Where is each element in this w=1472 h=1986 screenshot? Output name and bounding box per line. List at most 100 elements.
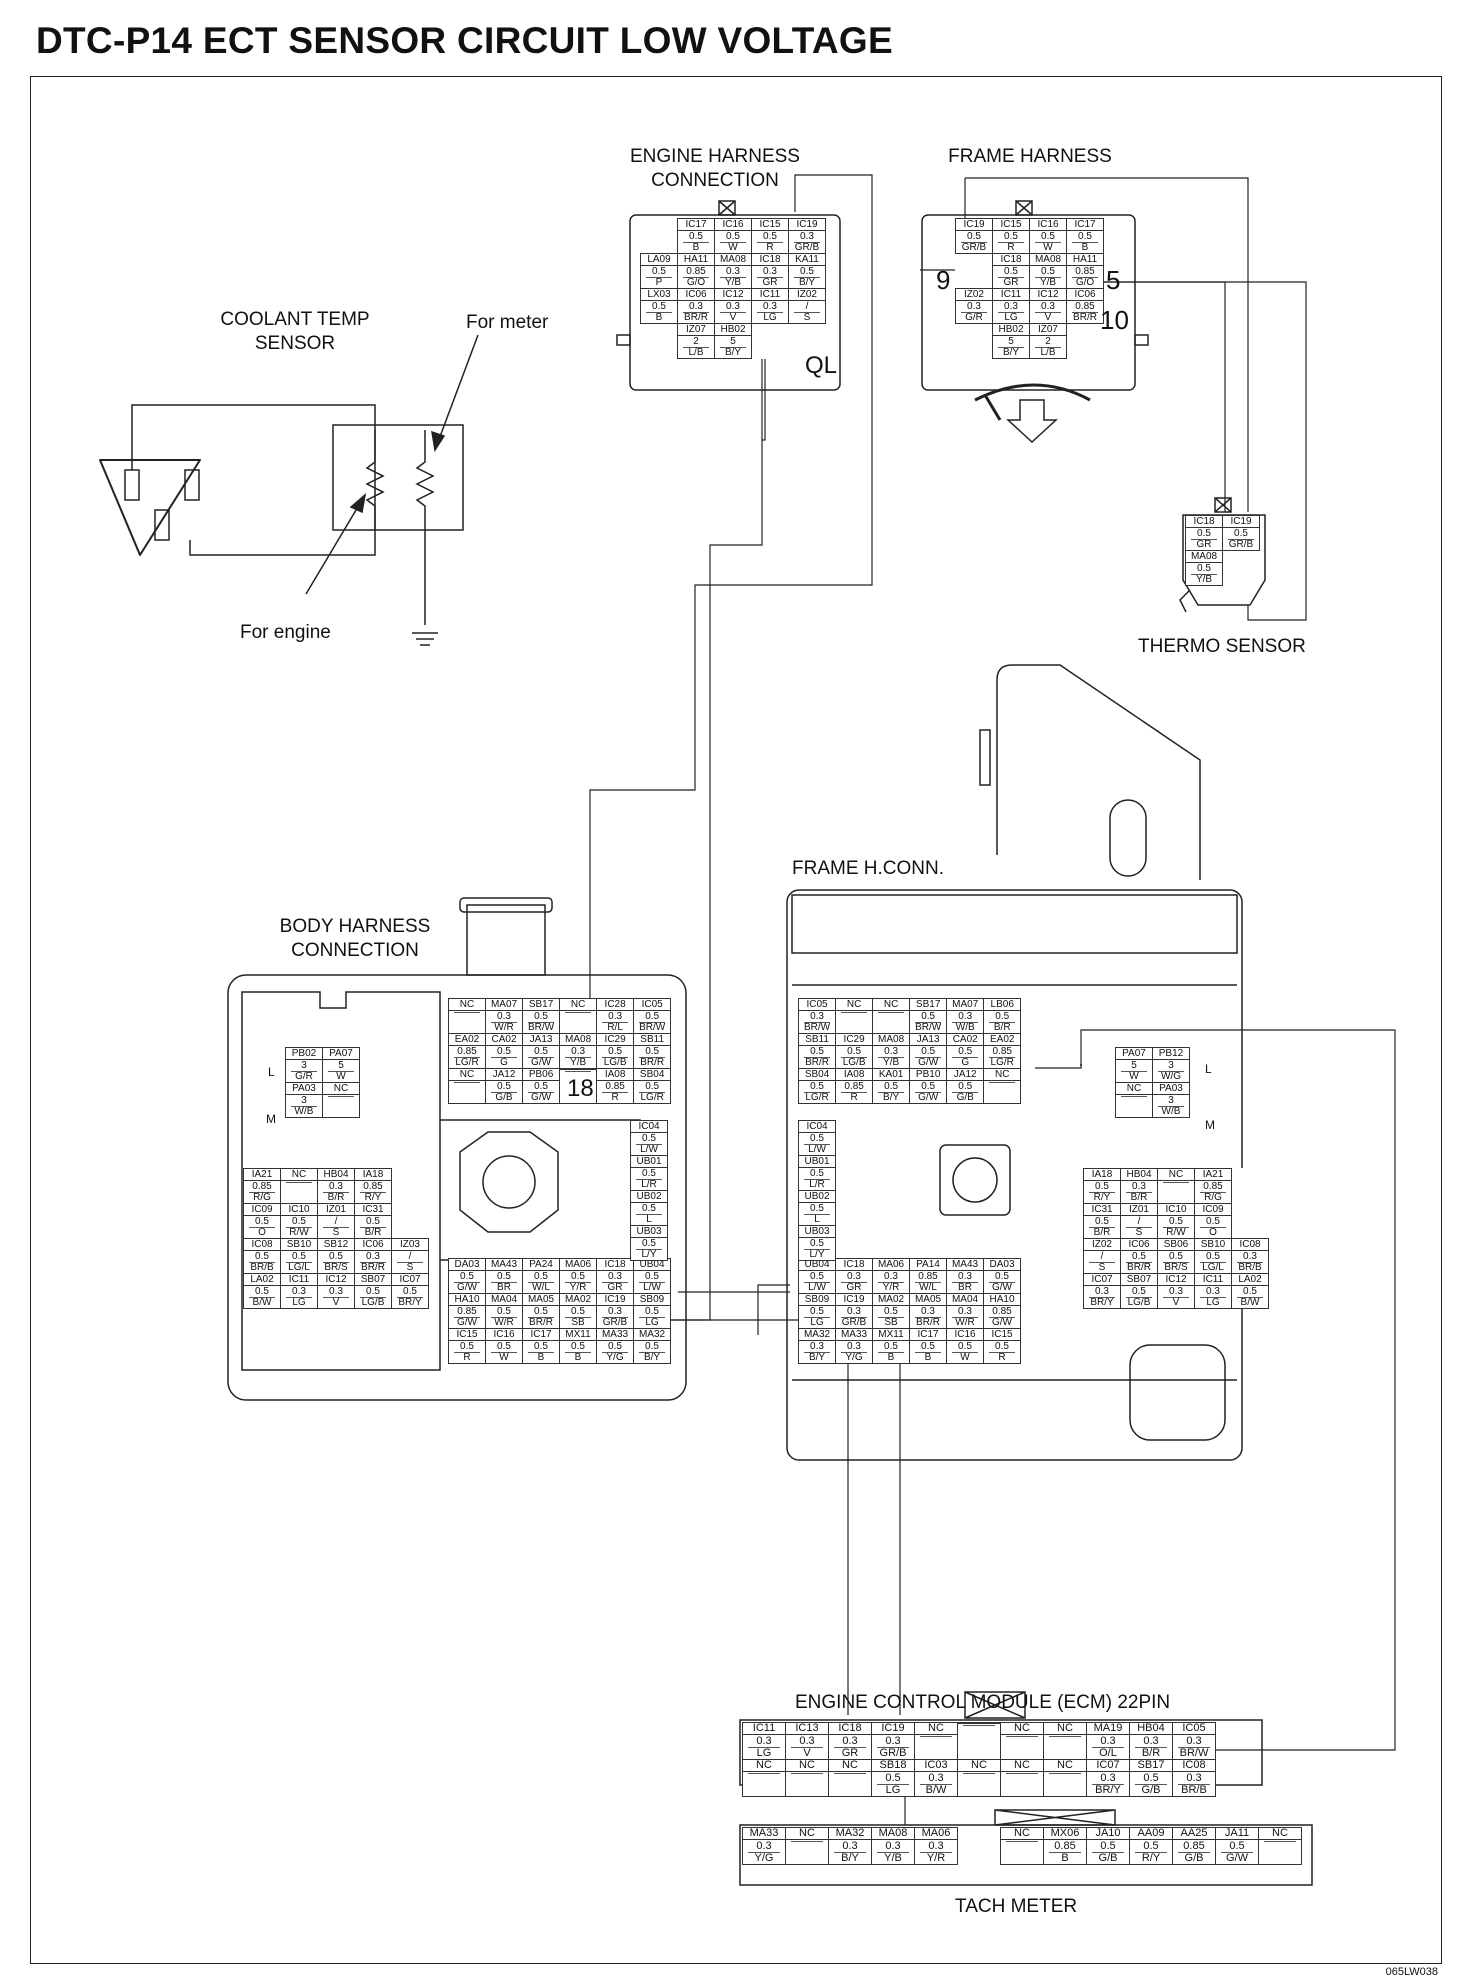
pin-id: IC12 (318, 1274, 354, 1286)
wire-color: GR (602, 1282, 628, 1293)
wire-gauge: 0.3 (967, 301, 981, 312)
pin-id: JA10 (1087, 1828, 1129, 1840)
wire-color: B (528, 1352, 554, 1363)
wire-color: L/R (804, 1179, 830, 1190)
pin-cell: NC (1043, 1759, 1087, 1797)
wire-gauge: 0.85 (363, 1181, 383, 1192)
wire-color: G/W (989, 1282, 1015, 1293)
pin-id: IZ02 (1084, 1239, 1120, 1251)
wire-color: R/W (1163, 1227, 1189, 1238)
wire-gauge: 5 (338, 1060, 344, 1071)
pin-id: NC (281, 1169, 317, 1181)
wire-color: L/B (1035, 347, 1061, 358)
pin-id: IC18 (993, 254, 1029, 266)
pin-mark-9: 9 (936, 265, 951, 295)
wire-color: G/B (952, 1092, 979, 1103)
wire-gauge: 0.5 (884, 1081, 899, 1092)
pin-id: MA06 (560, 1259, 596, 1271)
wire-gauge: 0.5 (329, 1251, 343, 1262)
pin-id: IC29 (597, 1034, 634, 1046)
wire-gauge: 0.85 (1075, 266, 1095, 277)
wire-color (1006, 1773, 1038, 1774)
wire-gauge: 0.5 (810, 1133, 824, 1144)
wire-color: W/R (491, 1317, 517, 1328)
pin-mark-5: 5 (1106, 265, 1121, 295)
wire-color: V (1035, 312, 1061, 323)
wire-gauge: 0.5 (1169, 1251, 1183, 1262)
wire-color: BR/Y (397, 1297, 423, 1308)
wire-gauge: 0.5 (403, 1286, 417, 1297)
wire-gauge: 0.5 (460, 1271, 474, 1282)
wire-color: L/W (639, 1282, 665, 1293)
wire-gauge: 3 (1168, 1060, 1174, 1071)
pin-id: NC (560, 999, 597, 1011)
wire-gauge: / (1137, 1216, 1141, 1227)
wire-gauge: 3 (301, 1060, 307, 1071)
wire-gauge: 0.85 (992, 1306, 1012, 1317)
wire-color: Y/R (878, 1282, 904, 1293)
wire-gauge: 0.85 (457, 1046, 477, 1057)
wire-color: GR/B (961, 242, 987, 253)
pin-id: IZ07 (1030, 324, 1066, 336)
pin-cell: NC (785, 1827, 829, 1865)
wire-gauge: 0.5 (1243, 1286, 1257, 1297)
pin-id: NC (873, 999, 910, 1011)
wire-gauge: 0.3 (497, 1011, 511, 1022)
wire-color: R/Y (1135, 1852, 1167, 1864)
wire-color: B/R (323, 1192, 349, 1203)
wire-gauge: 0.5 (366, 1216, 380, 1227)
wire-color: L (804, 1214, 830, 1225)
pin-id: MA32 (829, 1828, 871, 1840)
wire-gauge: 0.3 (810, 1341, 824, 1352)
wire-gauge: 0.5 (497, 1306, 511, 1317)
wire-color (989, 1082, 1016, 1083)
wire-color: BR/B (249, 1262, 275, 1273)
body-harness-label: BODY HARNESS CONNECTION (279, 916, 431, 961)
wire-color: R/Y (360, 1192, 386, 1203)
pin-id: SB17 (1130, 1760, 1172, 1772)
wire-color: O/L (1092, 1747, 1124, 1759)
pin-id: SB10 (1195, 1239, 1231, 1251)
wire-color (878, 1012, 905, 1013)
wire-gauge: 5 (1131, 1060, 1137, 1071)
pin-id: IC15 (984, 1329, 1020, 1341)
pin-id: IC17 (910, 1329, 946, 1341)
wire-color: B (683, 242, 709, 253)
pin-id: MA06 (873, 1259, 909, 1271)
pin-cell: IZ02/S (1083, 1238, 1121, 1274)
pin-id: PA07 (1116, 1048, 1152, 1060)
pin-id: IC06 (678, 289, 714, 301)
pin-id: IZ01 (318, 1204, 354, 1216)
wire-gauge: 0.5 (995, 1011, 1010, 1022)
pin-id: IC19 (789, 219, 825, 231)
wire-gauge: 0.3 (1186, 1772, 1202, 1784)
pin-id: MX06 (1044, 1828, 1086, 1840)
wire-gauge: 0.5 (958, 1081, 973, 1092)
wire-gauge: 0.3 (1186, 1735, 1202, 1747)
